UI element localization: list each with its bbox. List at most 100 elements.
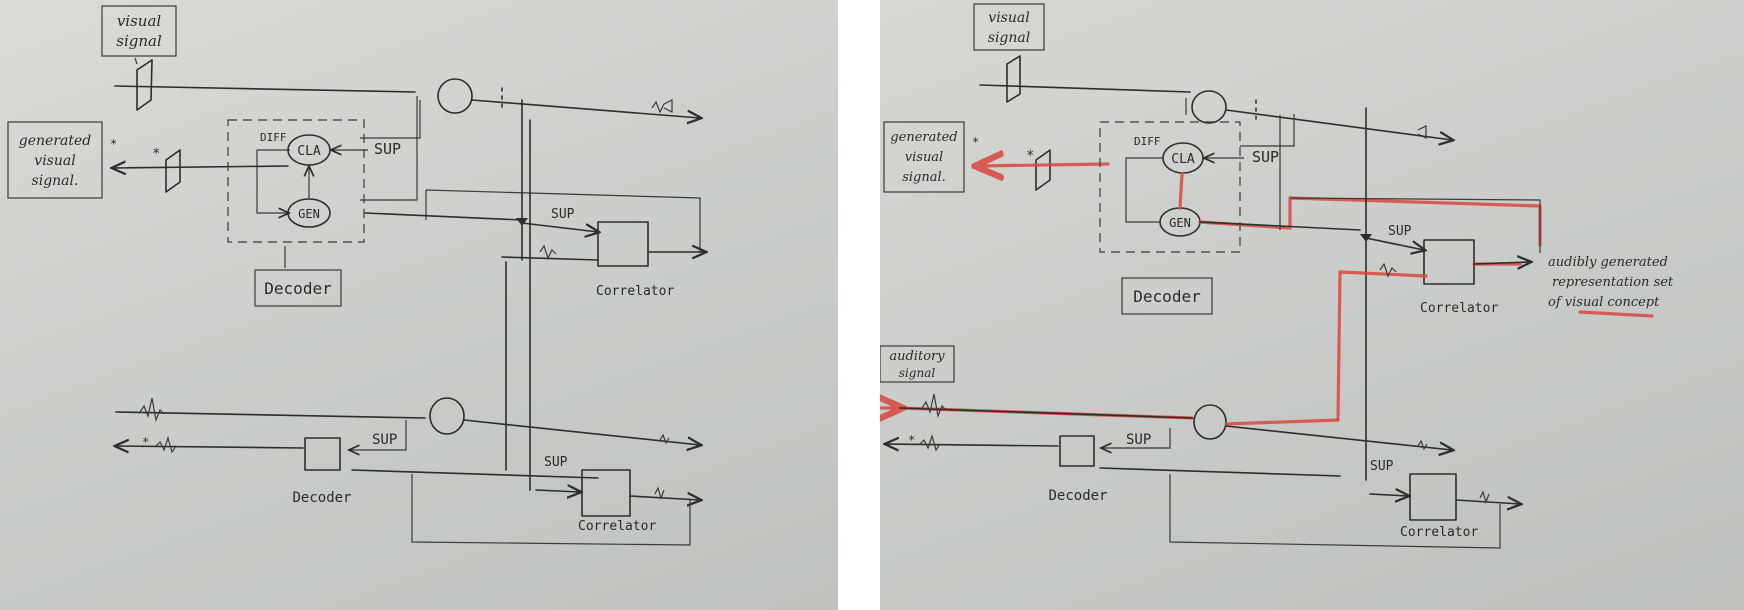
r-star-mark-top: * (972, 135, 979, 149)
r-merge-to-bus-red (1224, 418, 1340, 426)
top-merge-node (437, 78, 473, 114)
visual-signal-pointer (134, 57, 138, 65)
left-sketch-panel: visual signal DIFF CLA GEN SUP generated… (0, 0, 838, 610)
star-mark-gen: * (152, 146, 160, 162)
bottom-signal-line (115, 411, 426, 419)
bottom-output-line (463, 419, 700, 445)
r-star-mark-bottom: * (908, 433, 915, 447)
r-visual-signal-line1: visual (988, 10, 1029, 26)
r-cla-label: CLA (1171, 152, 1195, 167)
r-decoder-dashed-box (1099, 121, 1241, 253)
right-diagram: visual signal generated visual signal. *… (880, 3, 1674, 549)
sup-label-corr-bottom: SUP (544, 455, 568, 470)
top-correlator-feedback (425, 189, 701, 253)
r-bottom-decoded-wave (919, 433, 941, 452)
r-diff-label: DIFF (1134, 135, 1161, 148)
audibly-generated-line2: representation set (1552, 275, 1674, 290)
corr-output-wave-bottom (654, 486, 665, 500)
star-mark-bottom: * (142, 435, 149, 449)
r-gen-route-red (1198, 196, 1542, 247)
decoder-dashed-box (227, 119, 365, 243)
bottom-merge-node (429, 397, 465, 435)
r-bottom-signal-line (899, 407, 1193, 419)
correlator-box-top (597, 221, 649, 267)
corr-output-bottom (629, 496, 700, 500)
r-sup-to-decoder-bottom (1102, 428, 1171, 448)
visual-signal-label-line1: visual (117, 12, 162, 30)
r-correlator-label-bottom: Correlator (1400, 525, 1478, 540)
top-output-icon (651, 99, 673, 114)
r-sup-label-bottom: SUP (1126, 432, 1151, 448)
top-feedback-line (360, 96, 418, 201)
r-generated-line1: generated (890, 130, 957, 145)
r-bottom-output-line (1225, 425, 1452, 450)
sup-label-top: SUP (374, 140, 401, 158)
bottom-feedback-loop (411, 474, 691, 546)
auditory-signal-label-box: auditory signal (880, 345, 955, 383)
r-gen-to-cla-red (1178, 172, 1184, 210)
generated-signal-line1: generated (19, 133, 91, 149)
r-generated-line2: visual (905, 150, 943, 165)
corr-input-top (501, 256, 599, 261)
audibly-generated-line3: of visual concept (1548, 295, 1660, 310)
gen-label: GEN (298, 207, 320, 221)
r-decoder-label-bottom: Decoder (1048, 488, 1107, 504)
r-visual-signal-line2: signal (988, 30, 1030, 46)
r-top-merge-node (1191, 90, 1227, 124)
corr-input-wave-top (539, 244, 557, 260)
visual-signal-icon (136, 59, 153, 111)
visual-concept-underline (1578, 310, 1654, 318)
r-vertical-red (1336, 270, 1428, 422)
sup-to-decoder-bottom (350, 420, 407, 450)
r-top-output-line (1225, 109, 1452, 140)
diff-label: DIFF (260, 131, 287, 144)
auditory-signal-line2: signal (899, 366, 936, 380)
sup-label-corr-top: SUP (551, 207, 575, 222)
r-sup-label-corr-top: SUP (1388, 224, 1412, 239)
r-correlator-box-bottom (1409, 473, 1457, 521)
correlator-box-bottom (581, 469, 631, 517)
r-top-signal-line (979, 84, 1191, 93)
r-sup-box-edge (1240, 114, 1295, 147)
left-diagram: visual signal DIFF CLA GEN SUP generated… (7, 5, 838, 546)
bottom-decoded-wave (155, 435, 177, 454)
r-corr-output-bottom (1455, 500, 1520, 504)
r-correlator-box-top (1423, 239, 1475, 285)
r-corr-sup-line-top (1365, 237, 1424, 250)
correlator-label-top: Correlator (596, 284, 674, 299)
sup-label-bottom: SUP (372, 432, 397, 448)
r-bottom-output-wave (1417, 439, 1428, 451)
decoder-label-box-top (254, 269, 342, 307)
generated-visual-icon (165, 149, 181, 193)
r-corr-output-wave-bottom (1479, 490, 1490, 504)
bottom-auditory-wave (139, 397, 165, 423)
right-sketch-panel: visual signal generated visual signal. *… (880, 0, 1744, 610)
generated-visual-signal-box: generated visual signal. (7, 121, 103, 199)
decoder-box-bottom (304, 437, 341, 471)
r-decoder-label-top: Decoder (1133, 287, 1201, 306)
sup-box-edge (360, 100, 421, 139)
generated-signal-line3: signal. (32, 173, 79, 189)
r-generated-visual-icon (1035, 149, 1051, 191)
decoder-label-bottom: Decoder (292, 490, 351, 506)
r-bottom-auditory-wave (921, 393, 947, 419)
visual-signal-label-box: visual signal (101, 5, 177, 57)
top-signal-line (114, 85, 416, 93)
generated-signal-line2: visual (34, 153, 75, 169)
generated-output-line (113, 166, 289, 168)
r-top-output-icon (1417, 125, 1427, 139)
r-visual-signal-label-box: visual signal (973, 3, 1045, 51)
bottom-output-wave (659, 433, 670, 445)
corr-input-bottom (535, 490, 580, 492)
cla-label: CLA (297, 144, 321, 159)
bottom-decoded-output (116, 446, 304, 448)
r-bottom-merge-node (1193, 404, 1227, 440)
r-bottom-correlator-line (1099, 467, 1341, 477)
decoder-label-top: Decoder (264, 279, 332, 298)
r-decoder-label-box-top (1121, 277, 1213, 315)
r-generated-line3: signal. (902, 170, 946, 185)
gen-output-line (364, 212, 523, 221)
bus-junction-top (516, 218, 528, 226)
r-bottom-feedback-loop (1169, 474, 1501, 549)
r-gen-label: GEN (1169, 216, 1191, 230)
